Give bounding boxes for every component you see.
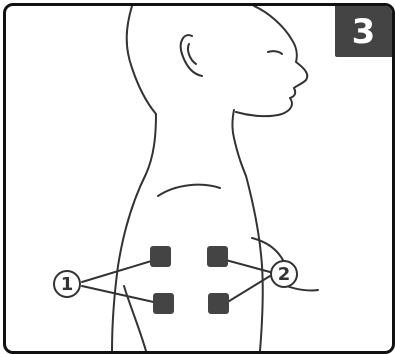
callout-label-2: 2: [270, 260, 298, 288]
electrode-pad: [150, 246, 171, 267]
head-back-line: [112, 6, 156, 351]
leader-1a: [82, 259, 158, 282]
electrode-pad: [208, 293, 229, 314]
face-profile: [236, 6, 307, 116]
ear-outline: [181, 35, 202, 76]
electrode-pad: [153, 293, 174, 314]
step-number-badge: 3: [335, 6, 392, 57]
neck-front: [233, 110, 247, 176]
collarbone-line: [158, 185, 220, 196]
electrode-pad: [207, 246, 228, 267]
callout-label-1: 1: [53, 270, 81, 298]
illustration-frame: 3 1 2: [3, 3, 395, 354]
body-outline-illustration: [6, 6, 392, 351]
leader-1b: [82, 286, 158, 303]
eye-line: [268, 51, 282, 54]
arm-front-line: [252, 238, 284, 262]
ear-inner: [188, 44, 196, 64]
shoulder-line: [246, 176, 263, 351]
